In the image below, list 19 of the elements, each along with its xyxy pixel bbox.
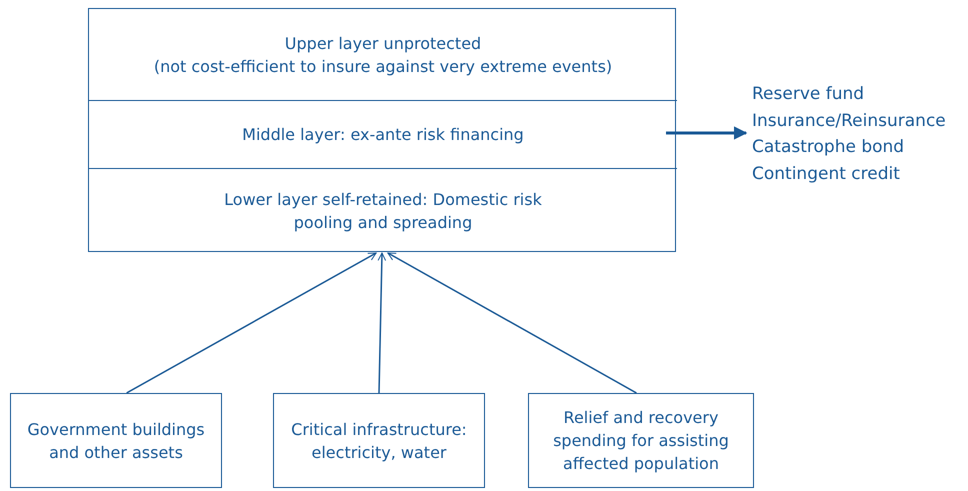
node-label: Lower layer self-retained: Domestic risk pooling and spreading: [223, 189, 543, 234]
node-label: Government buildings and other assets: [26, 418, 206, 464]
list-item: Insurance/Reinsurance: [752, 110, 946, 132]
source-box: [273, 393, 485, 488]
node-label: Upper layer unprotected: [284, 32, 482, 54]
node-label: Critical infrastructure: electricity, water: [290, 418, 468, 464]
node-label: Relief and recovery spending for assisting affected population: [552, 407, 730, 475]
node-label: Middle layer: ex-ante risk financing: [242, 124, 524, 146]
source-box: [528, 393, 754, 488]
arrow: [378, 252, 386, 394]
list-item: Contingent credit: [752, 162, 900, 186]
arrow: [387, 252, 637, 394]
arrow: [126, 252, 377, 394]
list-item: Reserve fund: [752, 83, 864, 106]
node-label: (not cost-efficient to insure against very extreme events): [154, 56, 612, 78]
layered-box: [88, 8, 676, 252]
source-box: [10, 393, 222, 488]
list-item: Catastrophe bond: [752, 136, 904, 159]
arrow: [666, 126, 748, 140]
